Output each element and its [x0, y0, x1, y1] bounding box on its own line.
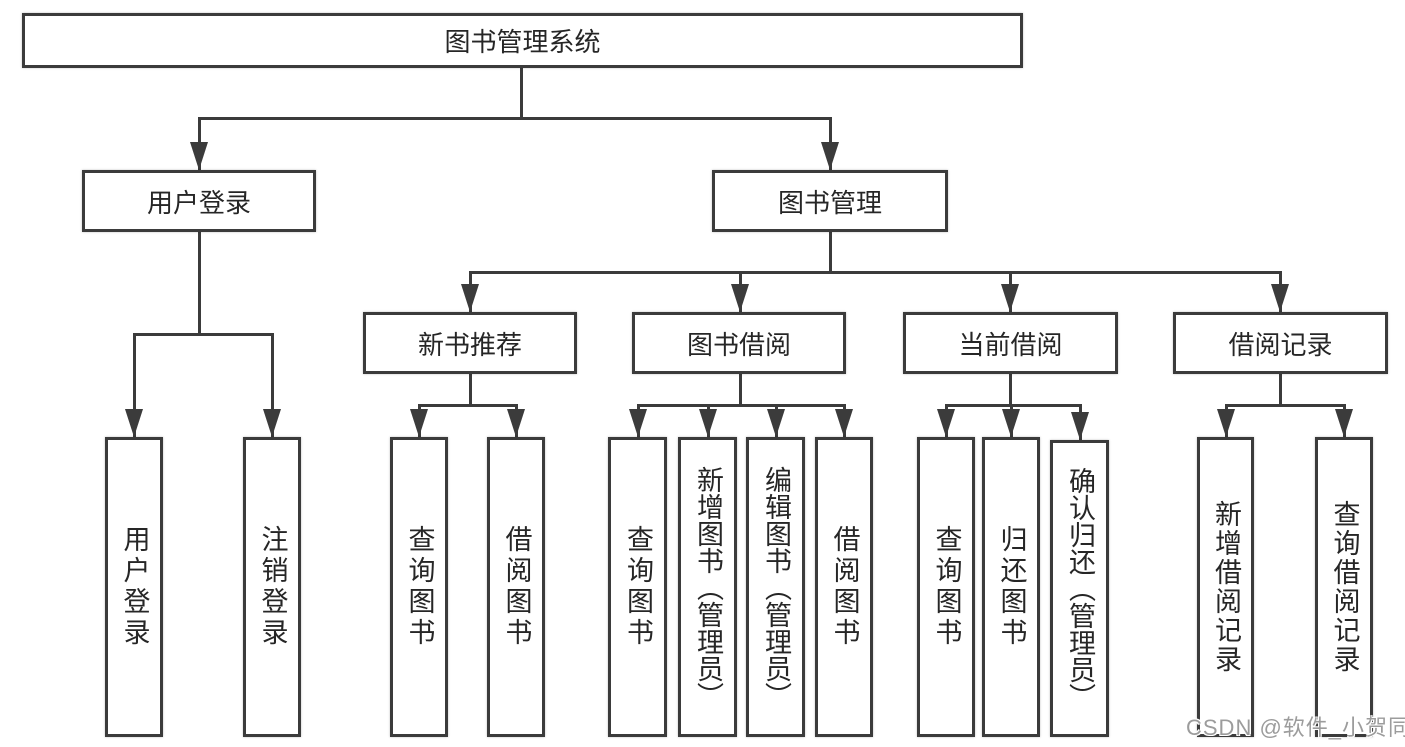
connector-line [197, 232, 201, 334]
connector-line [1224, 403, 1346, 407]
node-current-borrowing: 当前借阅 [903, 312, 1118, 374]
node-leaf-query-books-1: 查询图书 [390, 437, 448, 737]
node-leaf-user-login: 用户登录 [105, 437, 163, 737]
node-leaf-confirm-return: 确认归还（管理员） [1050, 440, 1109, 737]
connector-line [197, 116, 832, 120]
node-label-leaf-add-book: 新增图书（管理员） [693, 465, 723, 709]
node-leaf-add-book: 新增图书（管理员） [678, 437, 737, 737]
node-label-leaf-edit-book: 编辑图书（管理员） [761, 465, 791, 709]
node-leaf-query-books-2: 查询图书 [608, 437, 667, 737]
node-label-borrowing-records: 借阅记录 [1228, 329, 1333, 360]
node-label-leaf-return-books: 归还图书 [996, 525, 1027, 649]
node-label-current-borrowing: 当前借阅 [958, 329, 1063, 360]
arrowhead-down-icon [410, 409, 428, 437]
arrowhead-down-icon [461, 284, 479, 312]
connector-line [417, 403, 518, 407]
node-borrowing-records: 借阅记录 [1173, 312, 1388, 374]
node-leaf-edit-book: 编辑图书（管理员） [746, 437, 805, 737]
node-label-leaf-logout: 注销登录 [257, 525, 288, 649]
arrowhead-down-icon [1002, 409, 1020, 437]
connector-line [519, 68, 523, 118]
node-label-leaf-add-borrow-record: 新增借阅记录 [1211, 500, 1241, 674]
arrowhead-down-icon [767, 409, 785, 437]
node-leaf-query-borrow-record: 查询借阅记录 [1315, 437, 1373, 737]
node-new-book-recommend: 新书推荐 [363, 312, 577, 374]
connector-line [270, 334, 274, 437]
node-label-leaf-borrow-books-1: 借阅图书 [501, 525, 532, 649]
arrowhead-down-icon [190, 142, 208, 170]
arrowhead-down-icon [821, 142, 839, 170]
node-user-login: 用户登录 [82, 170, 316, 232]
node-leaf-borrow-books-1: 借阅图书 [487, 437, 545, 737]
connector-line [132, 332, 274, 336]
arrowhead-down-icon [699, 409, 717, 437]
connector-line [1278, 374, 1282, 405]
arrowhead-down-icon [1001, 284, 1019, 312]
arrowhead-down-icon [1071, 412, 1089, 440]
csdn-watermark: CSDN @软件_小贺同学 [1186, 715, 1405, 740]
node-label-root: 图书管理系统 [444, 27, 601, 57]
node-label-leaf-query-books-3: 查询图书 [931, 525, 962, 649]
arrowhead-down-icon [1335, 409, 1353, 437]
arrowhead-down-icon [629, 409, 647, 437]
node-leaf-query-books-3: 查询图书 [917, 437, 975, 737]
node-book-borrowing: 图书借阅 [632, 312, 846, 374]
arrowhead-down-icon [507, 409, 525, 437]
connector-line [636, 403, 846, 407]
node-leaf-return-books: 归还图书 [982, 437, 1040, 737]
connector-line [1008, 374, 1012, 405]
node-label-book-management: 图书管理 [777, 187, 882, 218]
node-label-leaf-query-borrow-record: 查询借阅记录 [1329, 500, 1360, 674]
node-leaf-logout: 注销登录 [243, 437, 301, 737]
arrowhead-down-icon [263, 409, 281, 437]
node-leaf-borrow-books-2: 借阅图书 [815, 437, 873, 737]
connector-line [828, 232, 832, 272]
node-label-leaf-user-login: 用户登录 [119, 525, 150, 649]
node-leaf-add-borrow-record: 新增借阅记录 [1197, 437, 1254, 737]
node-label-new-book-recommend: 新书推荐 [417, 329, 522, 360]
connector-line [468, 270, 1282, 274]
arrowhead-down-icon [937, 409, 955, 437]
node-label-leaf-borrow-books-2: 借阅图书 [829, 525, 860, 649]
node-label-leaf-confirm-return: 确认归还（管理员） [1065, 467, 1095, 710]
arrowhead-down-icon [125, 409, 143, 437]
arrowhead-down-icon [1217, 409, 1235, 437]
connector-line [738, 374, 742, 405]
connector-line [468, 374, 472, 405]
connector-line [132, 334, 136, 437]
arrowhead-down-icon [1271, 284, 1289, 312]
node-label-leaf-query-books-1: 查询图书 [404, 525, 435, 649]
node-label-user-login: 用户登录 [146, 187, 251, 218]
connector-line [944, 403, 1082, 407]
node-root: 图书管理系统 [22, 13, 1023, 68]
node-book-management: 图书管理 [712, 170, 948, 232]
node-label-leaf-query-books-2: 查询图书 [623, 525, 653, 649]
arrowhead-down-icon [731, 284, 749, 312]
arrowhead-down-icon [835, 409, 853, 437]
node-label-book-borrowing: 图书借阅 [686, 329, 791, 360]
